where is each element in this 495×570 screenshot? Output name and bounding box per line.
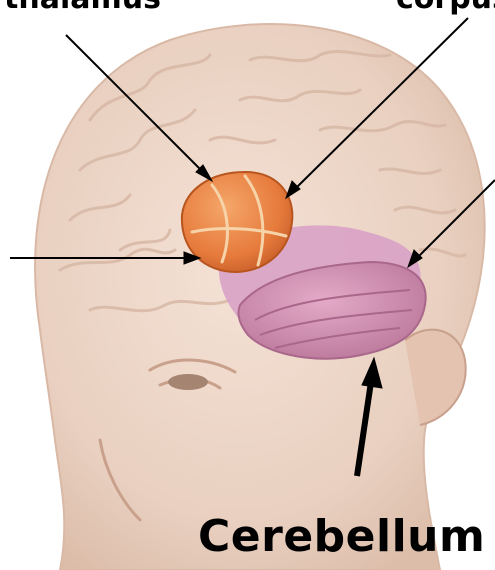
label-top-right: corpus [396, 0, 495, 14]
label-cerebellum: Cerebellum [198, 515, 485, 559]
label-top-left: thalamus [4, 0, 161, 14]
eye [168, 374, 208, 390]
